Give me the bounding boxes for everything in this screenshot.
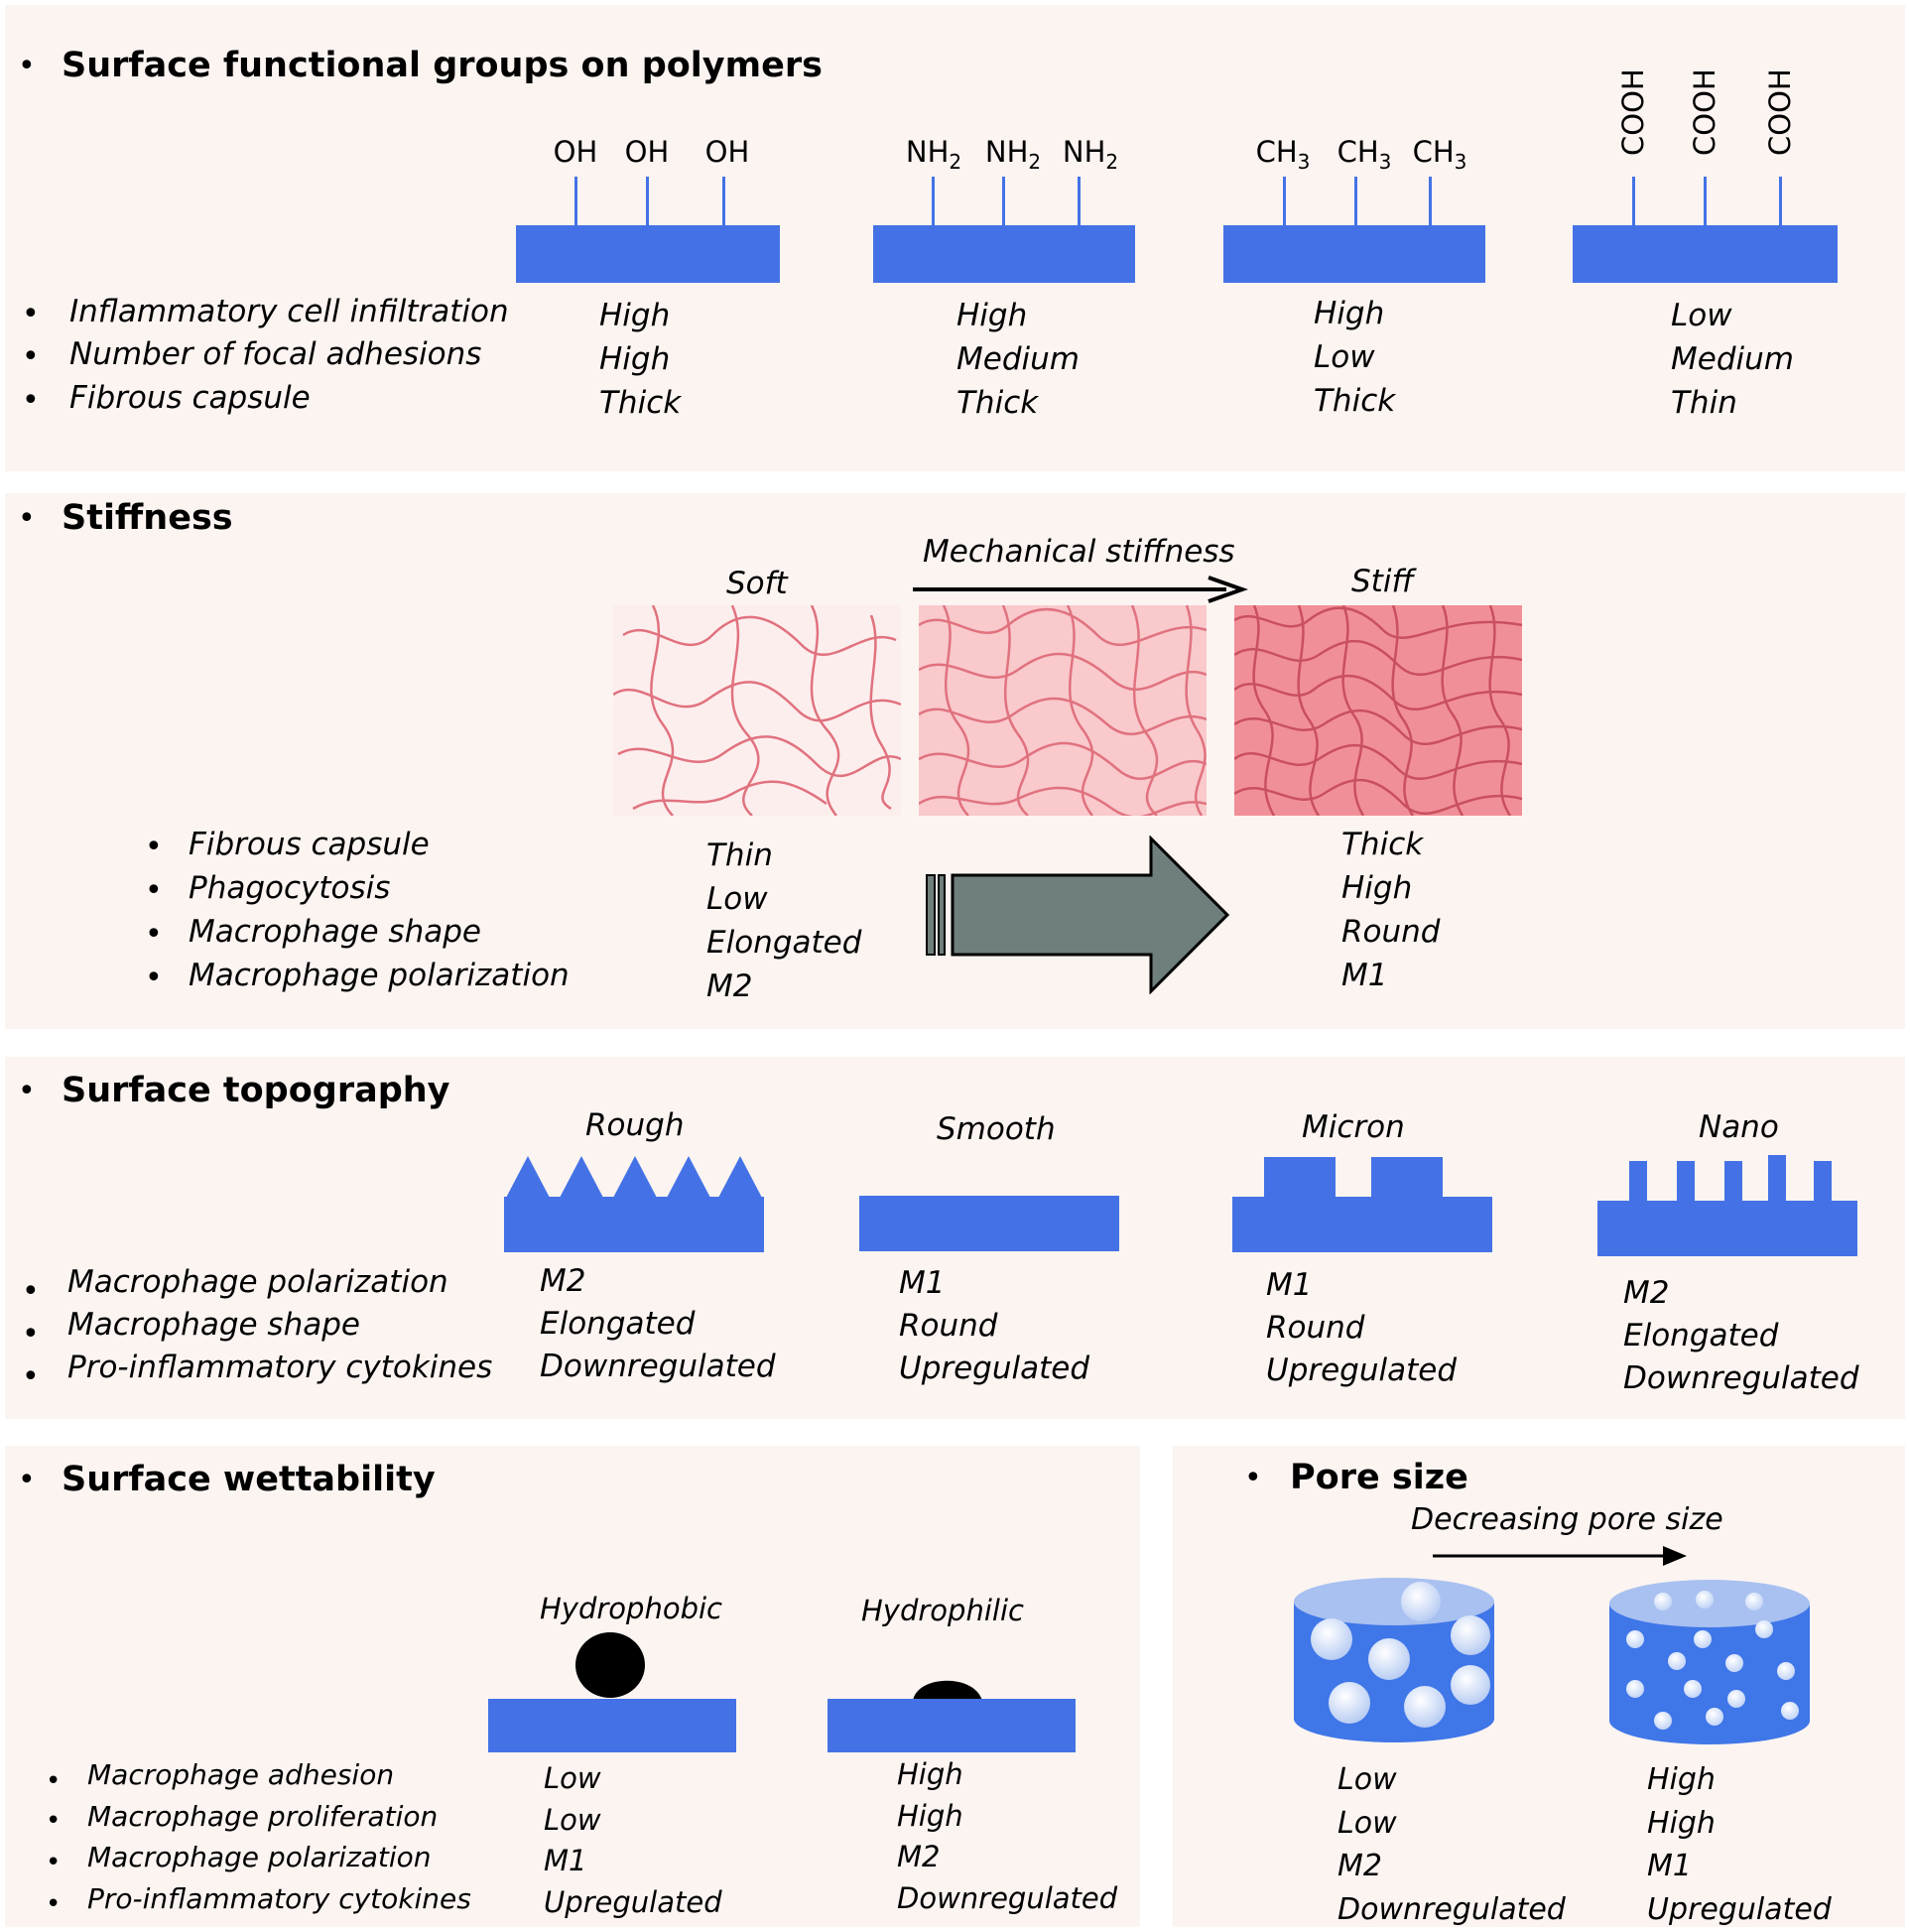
topography-label-smooth: Smooth [937,1111,1056,1147]
pore-size-heading: Pore size [1290,1458,1468,1497]
topography-heading: Surface topography [62,1071,450,1110]
group-stem [1632,177,1635,226]
scaffold-large-pores [1294,1578,1494,1742]
group-label-oh: OH [624,135,670,169]
group-label-ch3: CH3 [1255,135,1311,174]
group-values-nh2: High Medium Thick [956,298,1080,421]
stiffness-arrow [913,576,1248,603]
bullet: • [18,1074,36,1108]
hydrophobic-droplet [488,1632,736,1752]
polymer-substrate-ch3 [1223,225,1485,283]
group-label-cooh: COOH [1763,68,1797,156]
group-stem [1354,177,1357,226]
bullet: • [22,297,40,331]
polymer-substrate-oh [516,225,780,283]
polymer-substrate-cooh [1573,225,1838,283]
group-label-ch3: CH3 [1412,135,1467,174]
bullet: • [145,961,163,995]
pore-values-large: Low Low M2 Downregulated [1337,1762,1566,1927]
property-label-infiltration: Inflammatory cell infiltration [69,294,509,329]
decreasing-pore-size-label: Decreasing pore size [1411,1502,1723,1537]
bullet: • [145,917,163,952]
wettability-property-labels: Macrophage adhesion Macrophage prolifera… [87,1758,471,1915]
group-label-cooh: COOH [1688,68,1721,156]
bullet: • [18,501,36,536]
smooth-surface [859,1196,1119,1251]
group-stem [646,177,649,226]
group-stem [722,177,725,226]
topography-label-nano: Nano [1699,1109,1779,1145]
bullet: • [1244,1461,1262,1495]
hydrophobic-label: Hydrophobic [540,1592,722,1625]
hydrogel-soft [613,605,901,816]
bullet: • [46,1806,62,1836]
soft-label: Soft [726,566,788,601]
hydrogel-stiff [1234,605,1522,816]
bullet: • [18,1463,36,1497]
group-stem [1002,177,1005,226]
topography-values-nano: M2 Elongated Downregulated [1623,1275,1859,1396]
polymer-substrate-nh2 [873,225,1135,283]
stiff-values: Thick High Round M1 [1341,827,1441,993]
hydrophilic-droplet [828,1680,1076,1752]
pore-size-arrow [1433,1546,1687,1566]
functional-groups-heading: Surface functional groups on polymers [62,46,823,85]
pore-values-small: High High M1 Upregulated [1647,1762,1832,1927]
wettability-values-hydrophilic: High High M2 Downregulated [897,1757,1118,1915]
group-label-nh2: NH2 [984,135,1042,174]
scaffold-small-pores [1609,1580,1810,1744]
bullet: • [22,1274,40,1309]
bullet: • [18,49,36,83]
group-stem [1704,177,1707,226]
bullet: • [22,1317,40,1352]
stiffness-property-labels: Fibrous capsule Phagocytosis Macrophage … [189,827,570,993]
hydrophilic-label: Hydrophilic [861,1594,1024,1627]
bullet: • [22,339,40,374]
bullet: • [22,1359,40,1394]
topography-values-smooth: M1 Round Upregulated [899,1265,1090,1386]
group-stem [1078,177,1081,226]
stiff-label: Stiff [1351,564,1414,599]
micron-surface [1232,1157,1492,1252]
property-label-focal-adhesions: Number of focal adhesions [69,336,482,372]
group-stem [574,177,577,226]
bullet: • [22,383,40,418]
big-block-arrow [926,836,1230,994]
bullet: • [46,1889,62,1919]
topography-property-labels: Macrophage polarization Macrophage shape… [67,1264,493,1385]
group-stem [1779,177,1782,226]
rough-surface [504,1156,764,1252]
hydrogel-medium [919,605,1207,816]
group-stem [932,177,935,226]
mechanical-stiffness-label: Mechanical stiffness [923,534,1235,570]
group-label-oh: OH [704,135,750,169]
group-label-cooh: COOH [1616,68,1650,156]
topography-label-rough: Rough [585,1107,685,1143]
wettability-heading: Surface wettability [62,1460,436,1499]
group-label-nh2: NH2 [1062,135,1119,174]
topography-values-micron: M1 Round Upregulated [1266,1267,1458,1388]
bullet: • [145,830,163,864]
group-stem [1429,177,1432,226]
nano-surface [1597,1155,1857,1256]
group-label-ch3: CH3 [1337,135,1392,174]
group-label-oh: OH [553,135,598,169]
topography-label-micron: Micron [1302,1109,1405,1145]
wettability-values-hydrophobic: Low Low M1 Upregulated [544,1761,722,1919]
bullet: • [46,1848,62,1877]
group-stem [1283,177,1286,226]
topography-values-rough: M2 Elongated Downregulated [540,1263,776,1384]
stiffness-heading: Stiffness [62,498,233,538]
group-label-nh2: NH2 [905,135,962,174]
group-values-cooh: Low Medium Thin [1671,298,1794,421]
soft-values: Thin Low Elongated M2 [706,837,862,1004]
group-values-oh: High High Thick [599,298,682,421]
property-label-fibrous-capsule: Fibrous capsule [69,380,311,416]
bullet: • [145,873,163,908]
group-values-ch3: High Low Thick [1314,296,1396,419]
bullet: • [46,1766,62,1796]
